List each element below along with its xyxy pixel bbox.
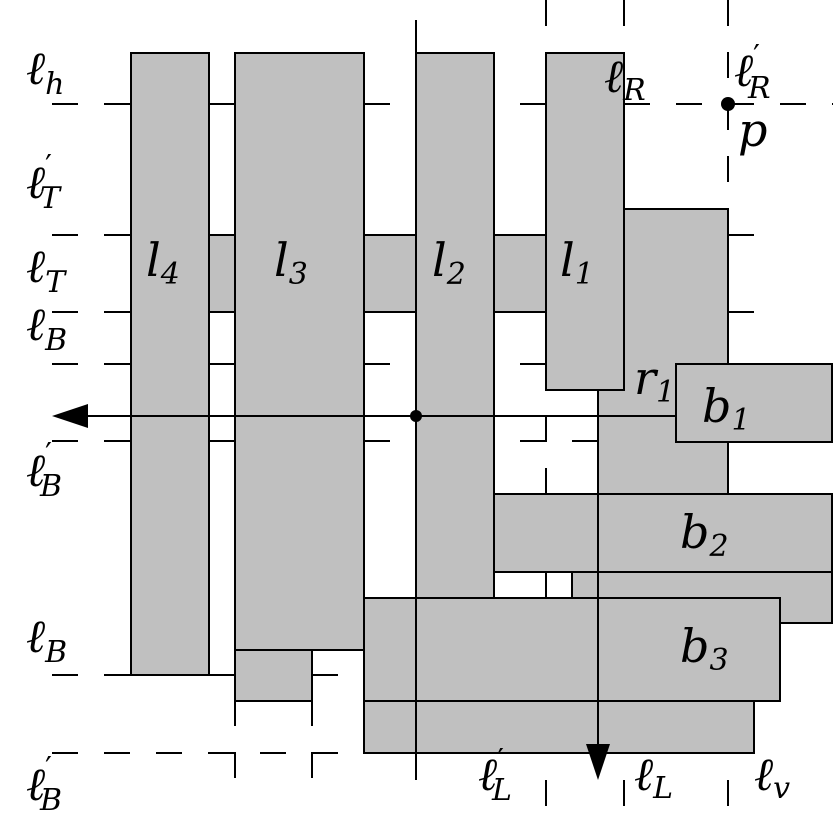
dashed-vertical-lines [234,0,729,810]
label-leg-l1: l1 [560,233,594,292]
point-origin-dot [410,410,422,422]
bar-b2 [493,493,833,573]
label-l-l-prime: ℓ′L [478,743,512,808]
down-arrow [586,390,610,780]
vertical-legs [130,52,625,676]
top-right-labels: ℓR ℓ′R p [604,39,771,157]
label-l-l: ℓL [634,747,673,806]
label-l-t-prime: ℓ′T [26,149,62,216]
bottom-labels: ℓ′L ℓL ℓv [478,743,790,808]
shape-labels: l4 l3 l2 l1 b1 b2 b3 r1 [146,233,751,678]
label-bar-b3: b3 [680,619,729,678]
leg-l4 [130,52,210,676]
point-p-dot [721,97,735,111]
bar-b3 [363,597,781,702]
label-leg-l2: l2 [432,233,466,292]
label-l-b-top: ℓB [26,297,67,358]
label-l-b-low: ℓB [26,609,67,670]
leg-l2 [415,52,495,599]
left-labels: ℓh ℓ′T ℓT ℓB ℓ′B ℓB ℓ′B [26,41,67,818]
label-l-b-prime-mid: ℓ′B [26,437,62,504]
label-bar-b2: b2 [680,505,729,564]
label-p: p [738,103,767,157]
leg-l3 [234,52,365,651]
label-r1: r1 [634,351,675,410]
label-bar-b1: b1 [702,379,751,438]
label-leg-l4: l4 [146,233,180,292]
down-arrowhead-icon [586,744,610,780]
horizontal-bars [363,363,833,702]
label-l-v: ℓv [754,747,790,806]
label-l-r-prime: ℓ′R [734,39,771,106]
left-arrowhead-icon [52,404,88,428]
label-l-b-prime-bottom: ℓ′B [26,751,62,818]
label-l-h: ℓh [26,41,65,102]
label-l-t: ℓT [26,239,67,300]
label-leg-l3: l3 [274,233,308,292]
leg-l1 [545,52,625,391]
bar-b1 [675,363,833,443]
left-arrow [52,404,676,428]
label-l-r: ℓR [604,49,646,108]
